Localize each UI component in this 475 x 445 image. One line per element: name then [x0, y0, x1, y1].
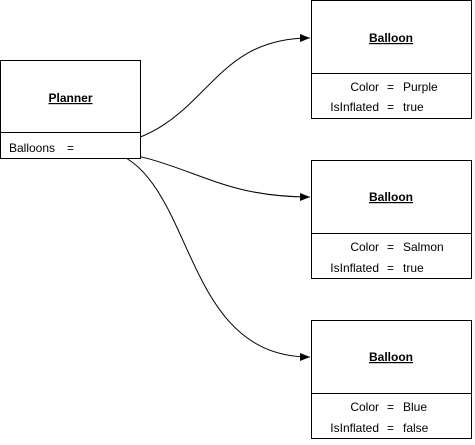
- field-op: =: [387, 100, 394, 114]
- balloon-object-2[interactable]: Balloon Color = Salmon IsInflated = true: [311, 160, 472, 279]
- balloon-title: Balloon: [369, 31, 413, 45]
- connector-to-balloon-3: [89, 147, 311, 361]
- balloon-box: [311, 160, 472, 279]
- balloon-box: [311, 0, 472, 119]
- planner-attr-name: Balloons: [9, 141, 55, 155]
- planner-box: [0, 60, 141, 159]
- field-value-color: Blue: [403, 400, 427, 414]
- field-name-color: Color: [350, 80, 379, 94]
- field-name-color: Color: [350, 240, 379, 254]
- planner-object[interactable]: Planner Balloons =: [0, 60, 141, 159]
- balloon-title: Balloon: [369, 350, 413, 364]
- field-op: =: [387, 400, 394, 414]
- field-op: =: [387, 80, 394, 94]
- planner-title: Planner: [48, 91, 92, 105]
- field-op: =: [387, 421, 394, 435]
- field-op: =: [387, 261, 394, 275]
- field-value-color: Purple: [403, 80, 438, 94]
- field-value-color: Salmon: [403, 240, 444, 254]
- field-value-isinflated: false: [403, 421, 429, 435]
- balloon-object-3[interactable]: Balloon Color = Blue IsInflated = false: [311, 320, 472, 439]
- field-name-color: Color: [350, 400, 379, 414]
- field-name-isinflated: IsInflated: [330, 261, 379, 275]
- field-name-isinflated: IsInflated: [330, 100, 379, 114]
- balloon-box: [311, 320, 472, 439]
- field-value-isinflated: true: [403, 261, 424, 275]
- balloon-object-1[interactable]: Balloon Color = Purple IsInflated = true: [311, 0, 472, 119]
- field-value-isinflated: true: [403, 100, 424, 114]
- planner-attr-op: =: [67, 141, 74, 155]
- field-name-isinflated: IsInflated: [330, 421, 379, 435]
- field-op: =: [387, 240, 394, 254]
- balloon-title: Balloon: [369, 190, 413, 204]
